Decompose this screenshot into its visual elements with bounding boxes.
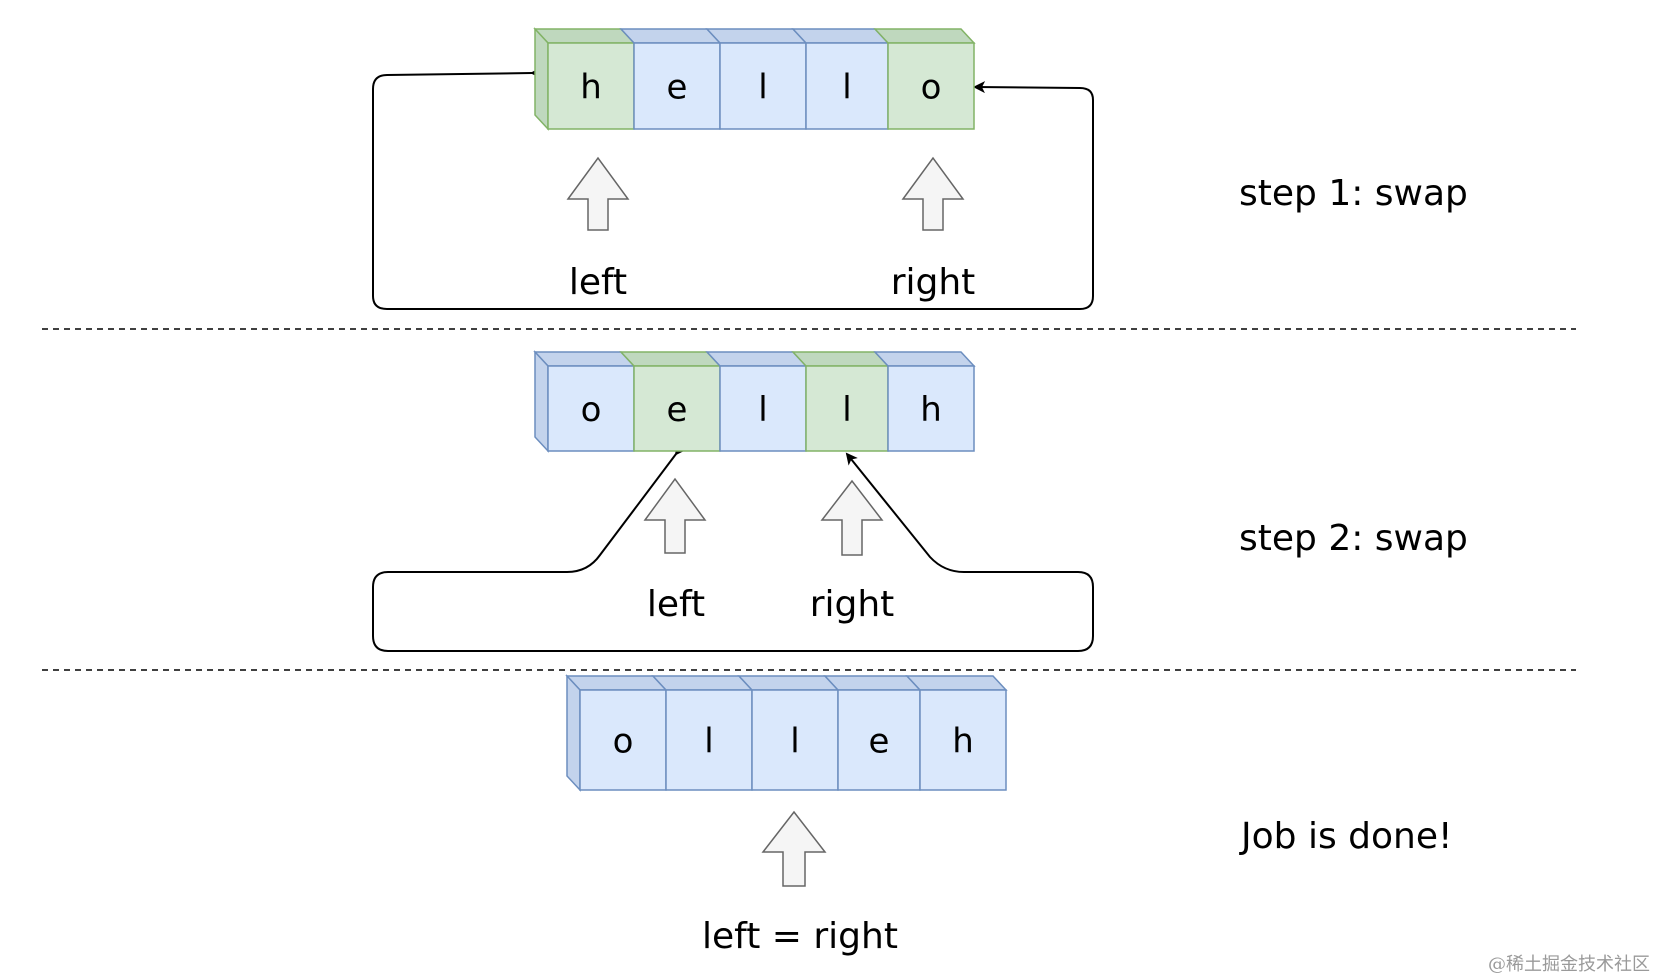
array-cell: e: [619, 351, 722, 452]
array-cell: e: [823, 675, 922, 791]
step-2-group: o e l l h left right step 2: swap: [533, 350, 1468, 625]
cell-char: o: [921, 68, 942, 108]
step-label: Job is done!: [1239, 816, 1452, 857]
swap-connector-step-1: [372, 66, 1094, 310]
cell-char: h: [580, 68, 602, 108]
pointer-label-right: right: [810, 584, 895, 625]
array-cell: o: [873, 28, 976, 130]
up-arrow-icon: [901, 156, 965, 231]
pointer-label-left: left: [569, 262, 627, 303]
array-cell: l: [651, 675, 754, 791]
swap-connector-step-2: [372, 442, 1094, 652]
up-arrow-icon: [761, 810, 827, 887]
cell-char: o: [613, 722, 634, 762]
cell-char: e: [869, 722, 890, 762]
cell-char: l: [758, 390, 767, 430]
array-step-2: o e l l h: [533, 350, 976, 453]
array-step-3: o l l e h: [565, 674, 1008, 792]
array-cell: o: [533, 350, 636, 453]
array-cell: e: [619, 28, 722, 130]
cell-char: l: [758, 68, 767, 108]
up-arrow-icon: [566, 156, 630, 231]
array-step-1: h e l l o: [533, 27, 976, 131]
cell-char: e: [667, 68, 688, 108]
step-label: step 1: swap: [1239, 173, 1468, 214]
cell-char: h: [952, 722, 974, 762]
cell-char: l: [790, 722, 799, 762]
pointer-label-left-equals-right: left = right: [702, 916, 898, 957]
array-cell: l: [791, 28, 890, 130]
step-label: step 2: swap: [1239, 518, 1468, 559]
step-1-group: h e l l o left right step 1: swap: [533, 27, 1468, 303]
cell-char: h: [920, 390, 942, 430]
up-arrow-icon: [643, 477, 707, 554]
array-cell: h: [905, 675, 1008, 791]
array-cell: h: [873, 351, 976, 452]
array-cell: l: [705, 28, 808, 130]
cell-char: l: [842, 390, 851, 430]
array-cell: l: [737, 675, 840, 791]
cell-char: l: [704, 722, 713, 762]
array-cell: o: [565, 674, 668, 792]
watermark: @稀土掘金技术社区: [1488, 954, 1650, 975]
cell-char: e: [667, 390, 688, 430]
step-3-group: o l l e h left = right Job is done!: [565, 674, 1452, 957]
array-cell: h: [533, 27, 636, 131]
up-arrow-icon: [820, 479, 884, 556]
cell-char: o: [581, 390, 602, 430]
array-cell: l: [705, 351, 808, 452]
cell-char: l: [842, 68, 851, 108]
array-cell: l: [791, 351, 890, 452]
pointer-label-right: right: [891, 262, 976, 303]
pointer-label-left: left: [647, 584, 705, 625]
